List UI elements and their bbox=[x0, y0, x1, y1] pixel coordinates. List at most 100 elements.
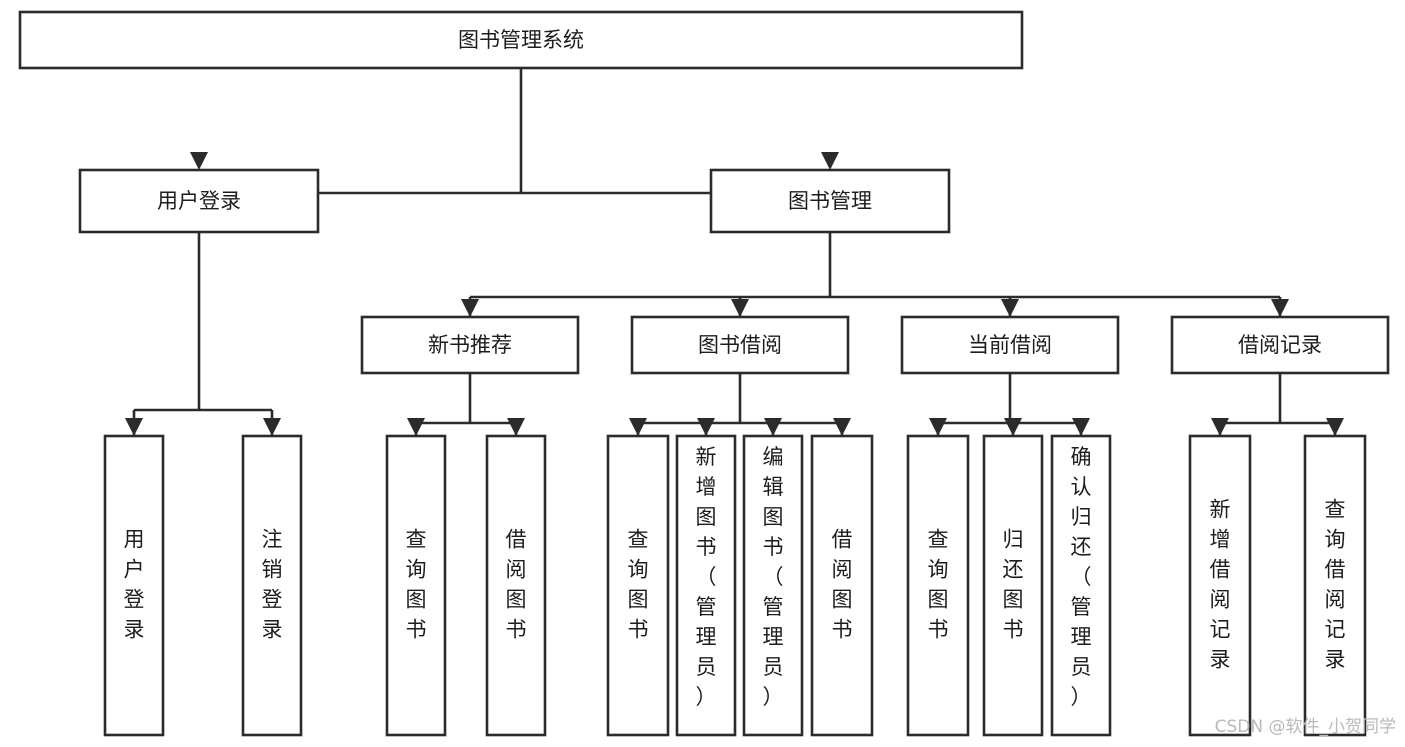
node-label-char: （ bbox=[1071, 565, 1092, 589]
connector-group-borrow bbox=[629, 373, 851, 436]
node-label-char: 图 bbox=[506, 588, 527, 612]
connector-group-records bbox=[1211, 373, 1344, 436]
arrow-head-icon bbox=[1211, 418, 1229, 436]
arrow-head-icon bbox=[1004, 418, 1022, 436]
node-label-char: 还 bbox=[1071, 535, 1092, 559]
node-label-char: 增 bbox=[1210, 528, 1231, 552]
node-box bbox=[1188, 434, 1252, 737]
node-box bbox=[18, 10, 1024, 70]
node-box bbox=[1303, 434, 1367, 737]
node-label-char: 图 bbox=[696, 505, 717, 529]
node-label-char: 询 bbox=[928, 558, 949, 582]
node-label-char: 确 bbox=[1071, 445, 1092, 469]
arrow-head-icon bbox=[407, 418, 425, 436]
node-label-char: 阅 bbox=[506, 558, 527, 582]
node-label-char: 管 bbox=[763, 595, 784, 619]
connector-group-bookmgmt bbox=[461, 232, 1289, 317]
node-label: 借阅记录 bbox=[1238, 333, 1322, 357]
node-label: 图书管理系统 bbox=[458, 28, 584, 52]
node-label-char: 登 bbox=[262, 588, 283, 612]
node-label-char: ） bbox=[763, 685, 784, 709]
arrow-head-icon bbox=[821, 152, 839, 170]
node-box bbox=[900, 315, 1120, 375]
node-label-char: 图 bbox=[763, 505, 784, 529]
node-label-char: 员 bbox=[1071, 655, 1092, 679]
node-label-char: 录 bbox=[262, 618, 283, 642]
node-label-char: 用 bbox=[124, 528, 145, 552]
node-label-char: 登 bbox=[124, 588, 145, 612]
node-label-char: 增 bbox=[696, 475, 717, 499]
node-root[interactable]: 图书管理系统 bbox=[18, 10, 1024, 70]
node-borrow[interactable]: 图书借阅 bbox=[630, 315, 850, 375]
node-label-char: 查 bbox=[628, 528, 649, 552]
node-label-char: 查 bbox=[406, 528, 427, 552]
node-label-char: 图 bbox=[928, 588, 949, 612]
node-label-char: 录 bbox=[1210, 648, 1231, 672]
node-label-char: 归 bbox=[1003, 528, 1024, 552]
node-label-char: 管 bbox=[1071, 595, 1092, 619]
node-label-char: 图 bbox=[628, 588, 649, 612]
arrow-head-icon bbox=[833, 418, 851, 436]
connector-group-login bbox=[125, 232, 281, 436]
node-box bbox=[385, 434, 447, 737]
node-box bbox=[709, 168, 951, 234]
node-bookmgmt[interactable]: 图书管理 bbox=[709, 168, 951, 234]
node-label-char: 户 bbox=[124, 558, 145, 582]
arrow-head-icon bbox=[190, 152, 208, 170]
node-label-char: 书 bbox=[696, 535, 717, 559]
node-current[interactable]: 当前借阅 bbox=[900, 315, 1120, 375]
arrow-head-icon bbox=[697, 418, 715, 436]
arrow-head-icon bbox=[507, 418, 525, 436]
node-label-char: 录 bbox=[124, 618, 145, 642]
node-label-char: 还 bbox=[1003, 558, 1024, 582]
node-label-char: 书 bbox=[628, 618, 649, 642]
node-box bbox=[103, 434, 165, 737]
node-box bbox=[1170, 315, 1390, 375]
node-label-char: 书 bbox=[1003, 618, 1024, 642]
arrow-head-icon bbox=[629, 418, 647, 436]
node-label-char: 查 bbox=[928, 528, 949, 552]
node-box bbox=[360, 315, 580, 375]
node-label-char: 理 bbox=[1071, 625, 1092, 649]
node-newbook[interactable]: 新书推荐 bbox=[360, 315, 580, 375]
arrow-head-icon bbox=[263, 418, 281, 436]
node-label-char: 图 bbox=[1003, 588, 1024, 612]
node-label-char: 记 bbox=[1210, 618, 1231, 642]
node-label-char: 询 bbox=[628, 558, 649, 582]
arrow-head-icon bbox=[461, 299, 479, 317]
node-records[interactable]: 借阅记录 bbox=[1170, 315, 1390, 375]
node-label-char: 查 bbox=[1325, 498, 1346, 522]
node-label-char: 阅 bbox=[832, 558, 853, 582]
node-label-char: 询 bbox=[406, 558, 427, 582]
node-label-char: 借 bbox=[1210, 558, 1231, 582]
node-label-char: 理 bbox=[696, 625, 717, 649]
node-label-char: 借 bbox=[832, 528, 853, 552]
node-label-char: 认 bbox=[1071, 475, 1092, 499]
node-label-char: 记 bbox=[1325, 618, 1346, 642]
node-label-char: 注 bbox=[262, 528, 283, 552]
node-login[interactable]: 用户登录 bbox=[78, 168, 320, 234]
arrow-head-icon bbox=[1271, 299, 1289, 317]
node-box bbox=[1050, 434, 1112, 737]
node-label-char: 员 bbox=[696, 655, 717, 679]
node-label: 当前借阅 bbox=[968, 333, 1052, 357]
node-leaf-user-login[interactable]: 用户登录 bbox=[103, 434, 165, 737]
arrow-head-icon bbox=[731, 299, 749, 317]
node-label-char: （ bbox=[696, 565, 717, 589]
csdn-watermark: CSDN @软件_小贺同学 bbox=[1215, 717, 1396, 737]
arrow-head-icon bbox=[125, 418, 143, 436]
